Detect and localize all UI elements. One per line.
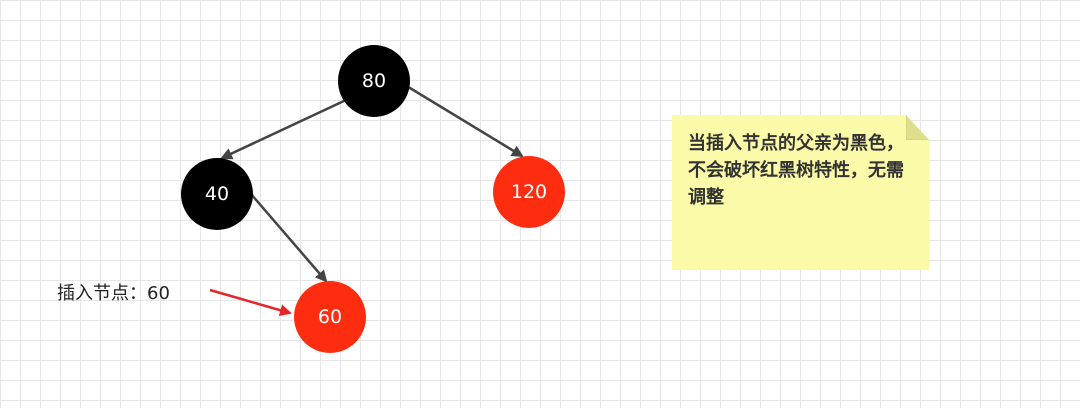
node-label: 80 [361, 70, 387, 92]
tree-node-40: 40 [181, 158, 253, 230]
tree-node-60: 60 [294, 281, 366, 353]
tree-node-120: 120 [493, 156, 565, 228]
edge-80-40 [220, 98, 347, 160]
note-fold-corner [906, 115, 929, 140]
node-label: 60 [317, 306, 343, 328]
tree-node-80: 80 [338, 45, 410, 117]
insert-label: 插入节点：60 [57, 283, 170, 304]
note-text: 当插入节点的父亲为黑色，不会破坏红黑树特性，无需调整 [688, 133, 904, 208]
sticky-note: 当插入节点的父亲为黑色，不会破坏红黑树特性，无需调整 [672, 115, 929, 270]
node-label: 120 [510, 181, 548, 203]
edge-40-60 [250, 193, 328, 283]
edge-80-120 [404, 83, 524, 158]
insert-arrow [209, 288, 292, 317]
node-label: 40 [204, 183, 230, 205]
